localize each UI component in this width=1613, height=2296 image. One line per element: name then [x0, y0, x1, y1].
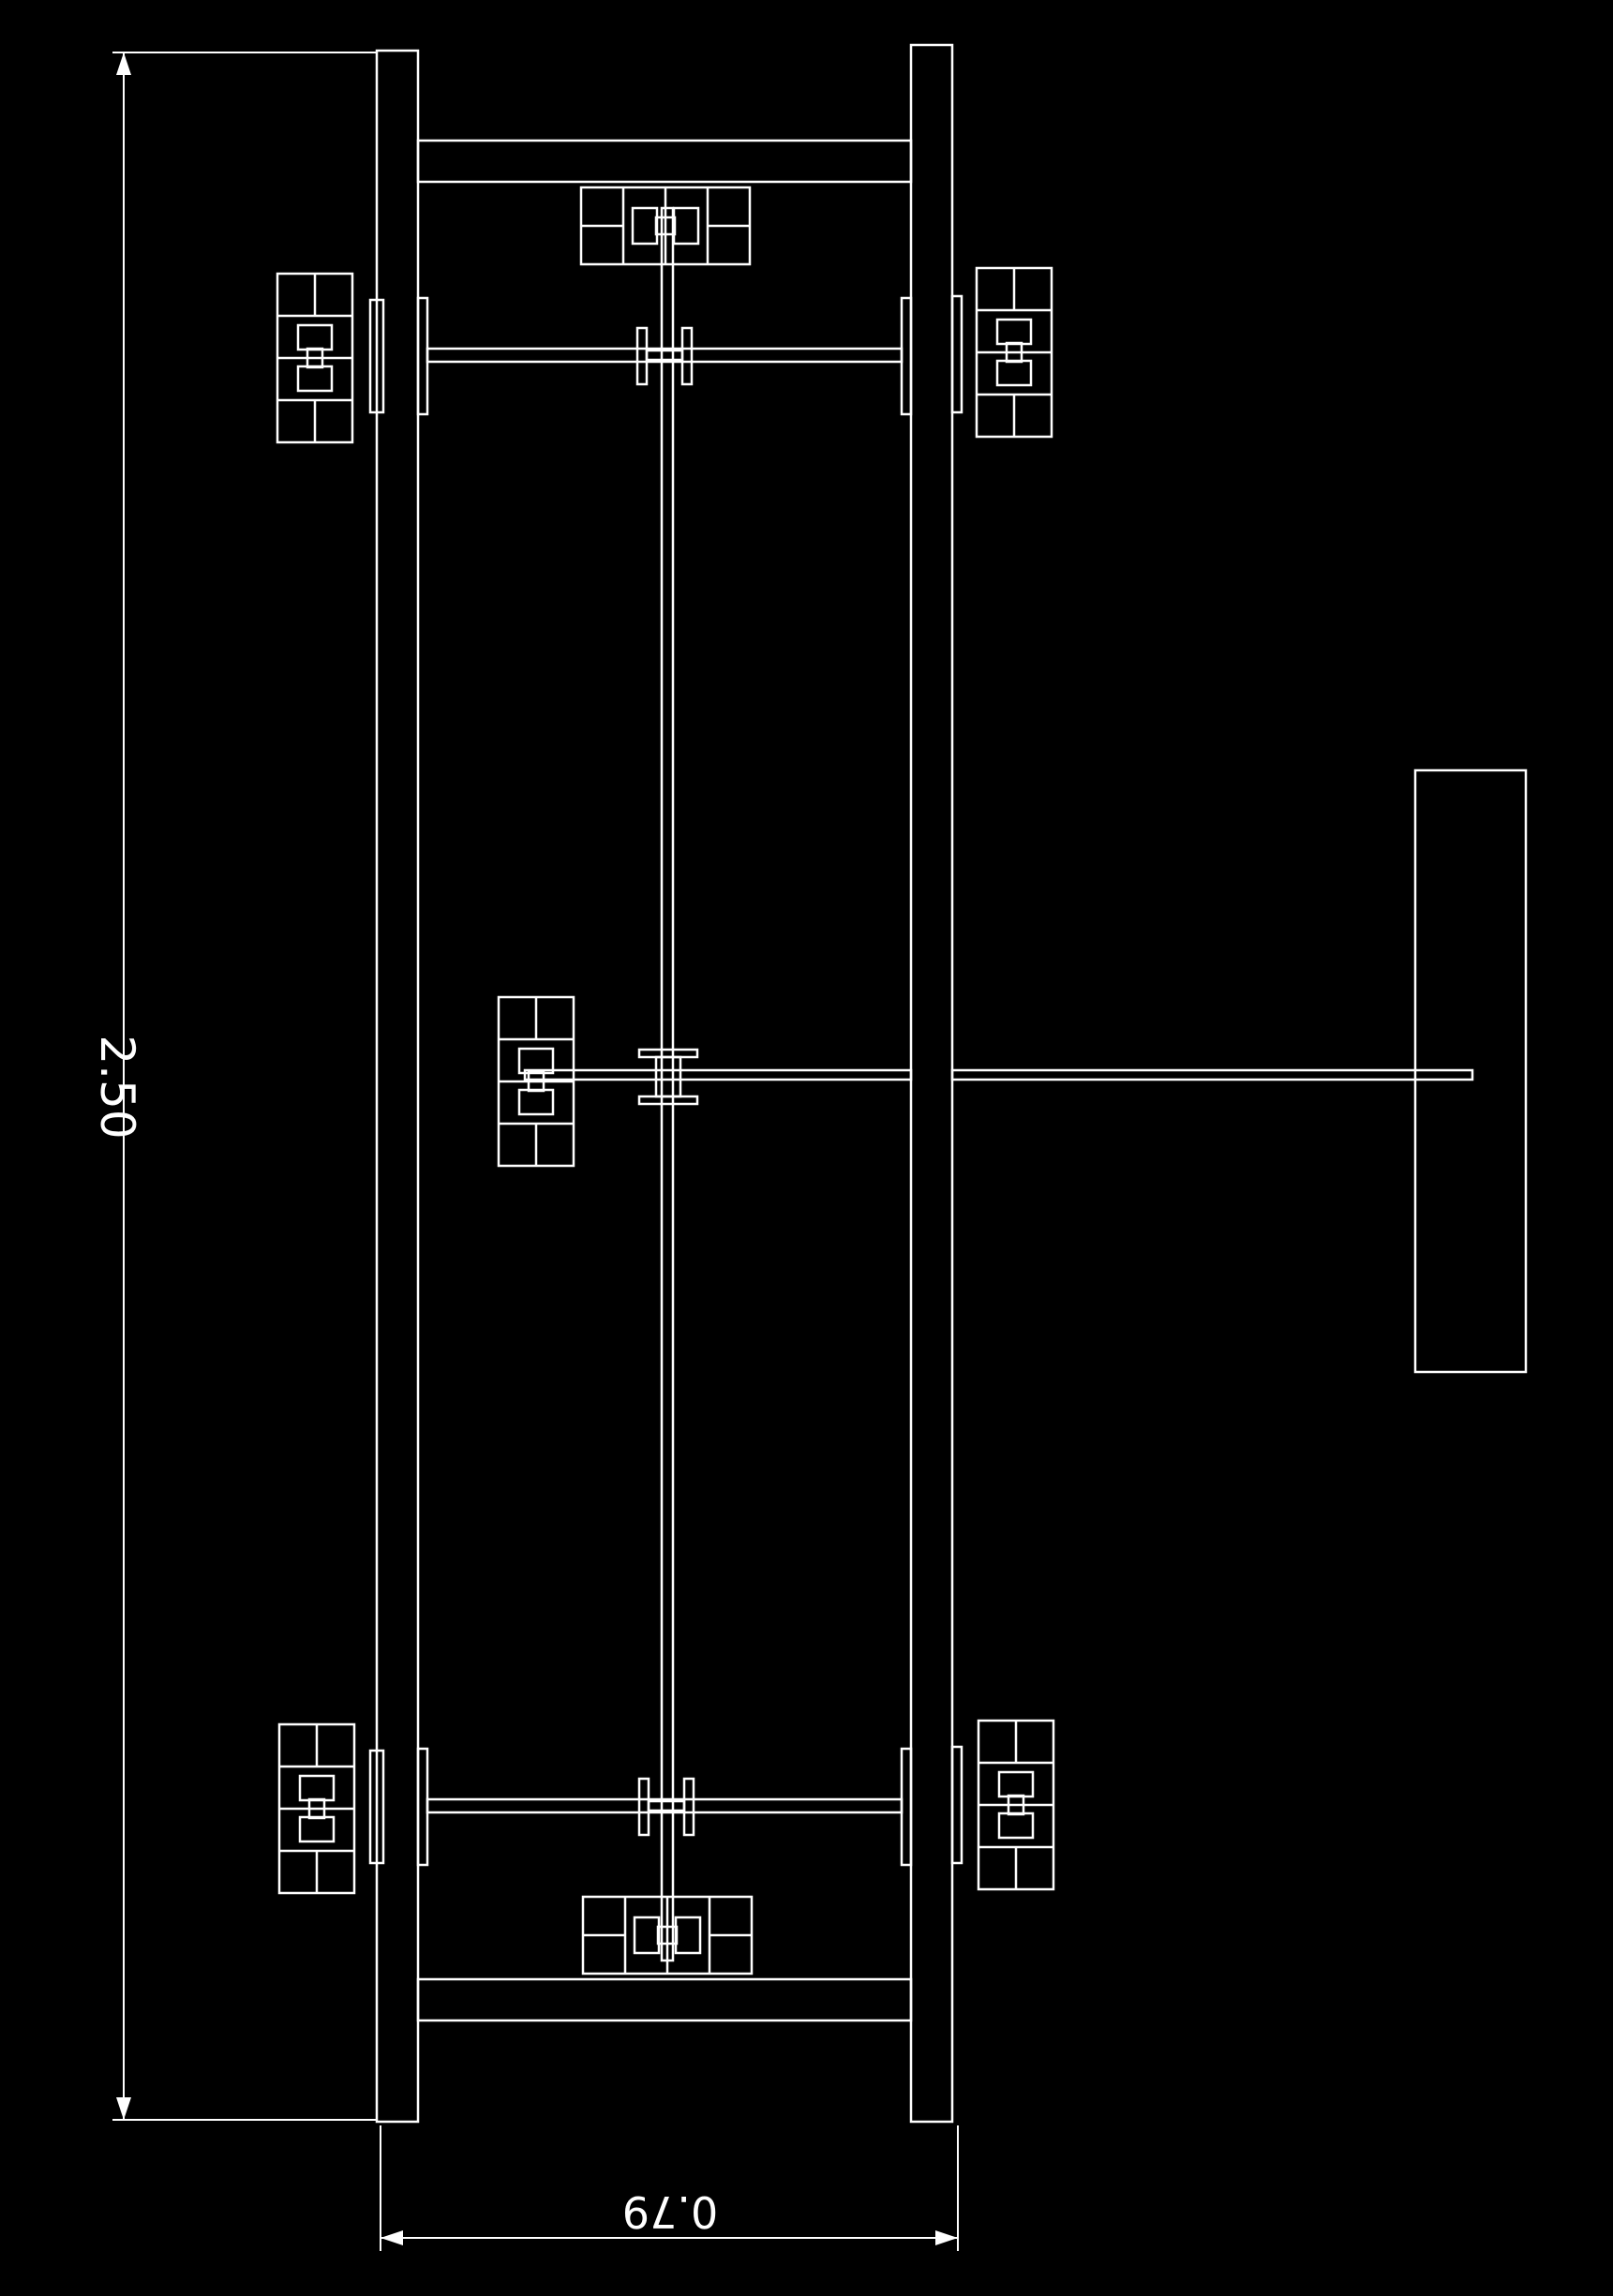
top-axle	[368, 294, 963, 416]
wheel-unit-middle	[497, 995, 575, 1168]
side-box	[1413, 768, 1528, 1374]
central-shaft	[660, 206, 675, 1962]
gear-unit-bottom	[581, 1895, 754, 1975]
wheel-unit-top-left	[276, 272, 354, 444]
width-dimension	[380, 2125, 959, 2251]
right-side-rail	[909, 43, 954, 2124]
width-dimension-label: 0.79	[622, 2186, 718, 2237]
top-cross-member	[416, 139, 913, 184]
wheel-unit-bottom-left	[277, 1722, 356, 1895]
length-dimension-label: 2.50	[90, 1035, 144, 1139]
bottom-cross-member	[416, 1977, 913, 2022]
middle-transverse-shaft	[523, 1048, 1474, 1106]
gear-unit-top	[579, 186, 752, 266]
length-dimension	[112, 52, 377, 2121]
wheel-unit-top-right	[975, 266, 1053, 439]
left-side-rail	[375, 49, 420, 2124]
wheel-unit-bottom-right	[977, 1719, 1055, 1891]
bottom-axle	[368, 1745, 963, 1867]
